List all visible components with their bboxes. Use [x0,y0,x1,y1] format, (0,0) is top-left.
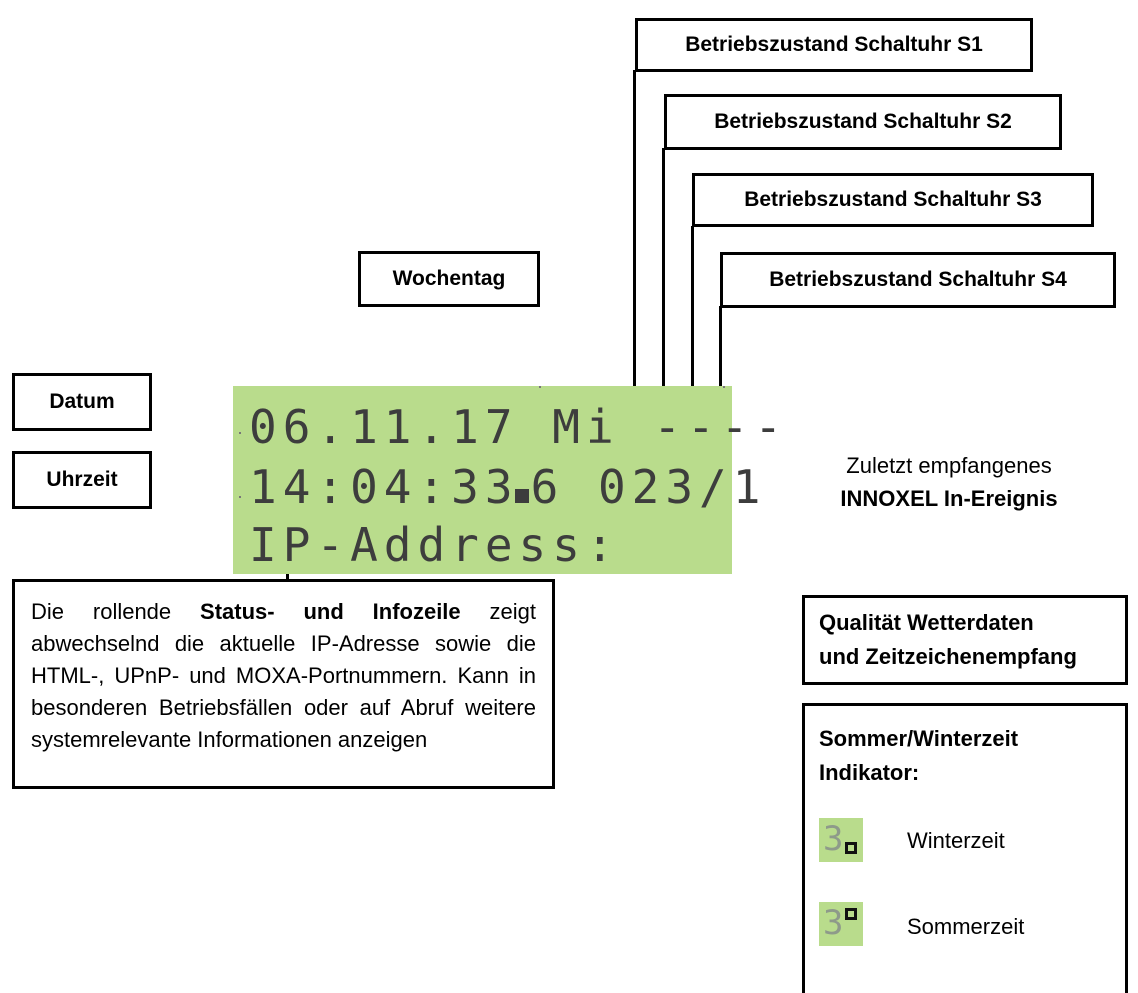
datum-label: Datum [12,373,152,431]
winter-marker-icon [845,842,857,854]
event-annotation: Zuletzt empfangenes INNOXEL In-Ereignis [806,449,1092,515]
status-info-box: Die rollende Status- und Infozeile zeigt… [12,579,555,789]
summer-swatch-digit: 3 [823,903,844,943]
qualitaet-line2: und Zeitzeichenempfang [819,644,1077,669]
connector-s1 [633,70,636,386]
lcd-dst-marker [514,489,529,503]
status-info-pre: Die rollende [31,599,201,624]
dst-title-line1: Sommer/Winterzeit [819,726,1019,751]
schaltuhr-s2-text: Betriebszustand Schaltuhr S2 [714,110,1012,133]
status-info-post: zeigt abwechselnd die aktuelle IP-Adress… [31,599,536,752]
dst-indicator-title: Sommer/Winterzeit Indikator: [819,722,1018,790]
lcd-row-status: IP-Address: [249,518,620,572]
lcd-quality-event: 6 023/1 [530,460,767,514]
connector-s2 [662,148,665,386]
status-info-bold: Status- und Infozeile [200,599,461,624]
summer-swatch: 3 [819,902,863,946]
schaltuhr-s4-text: Betriebszustand Schaltuhr S4 [769,268,1067,291]
uhrzeit-text: Uhrzeit [46,468,118,491]
winter-label: Winterzeit [907,828,1005,853]
event-line1: Zuletzt empfangenes [846,453,1052,478]
summer-label: Sommerzeit [907,914,1025,939]
schaltuhr-s1-text: Betriebszustand Schaltuhr S1 [685,33,983,56]
schaltuhr-s4-label: Betriebszustand Schaltuhr S4 [720,252,1116,308]
dst-title-line2: Indikator: [819,760,920,785]
qualitaet-label: Qualität Wetterdaten und Zeitzeichenempf… [802,595,1128,685]
schaltuhr-s1-label: Betriebszustand Schaltuhr S1 [635,18,1033,72]
summer-marker-icon [845,908,857,920]
lcd-time-value: 14:04:33 [249,460,519,514]
qualitaet-line1: Qualität Wetterdaten [819,610,1034,635]
winter-swatch-digit: 3 [823,819,844,859]
schaltuhr-s3-label: Betriebszustand Schaltuhr S3 [692,173,1094,227]
winter-swatch: 3 [819,818,863,862]
connector-s4 [719,306,722,386]
schaltuhr-s3-text: Betriebszustand Schaltuhr S3 [744,188,1042,211]
connector-s3 [691,226,694,386]
lcd-row-date: 06.11.17 Mi ---- [249,400,789,454]
uhrzeit-label: Uhrzeit [12,451,152,509]
event-line2: INNOXEL In-Ereignis [840,486,1058,511]
datum-text: Datum [49,390,115,413]
wochentag-text: Wochentag [392,267,506,290]
connector-status [286,574,289,582]
dst-indicator-box: Sommer/Winterzeit Indikator: 3 Winterzei… [802,703,1128,993]
schaltuhr-s2-label: Betriebszustand Schaltuhr S2 [664,94,1062,150]
wochentag-label: Wochentag [358,251,540,307]
